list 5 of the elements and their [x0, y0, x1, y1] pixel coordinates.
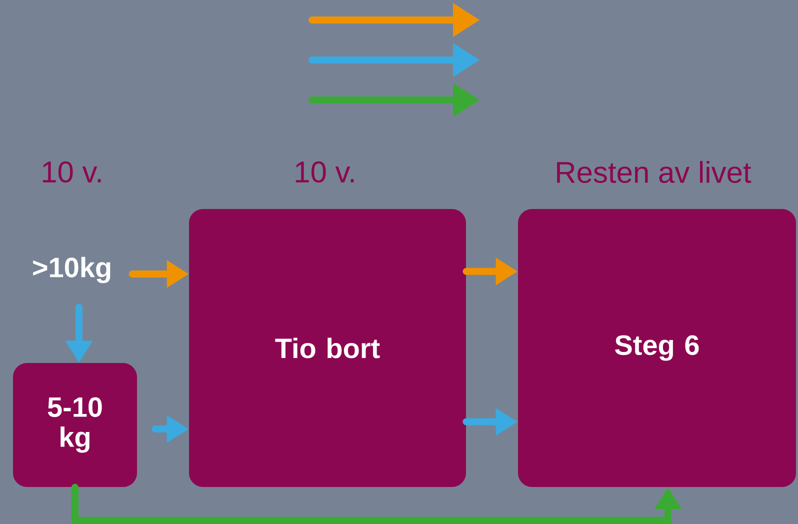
process-box: Tio bort [189, 209, 466, 487]
process-box: Steg 6 [518, 209, 796, 487]
column-heading: 10 v. [42, 161, 101, 183]
weight-label: >10kg [33, 256, 110, 284]
process-box: 5-10 kg [13, 363, 137, 487]
